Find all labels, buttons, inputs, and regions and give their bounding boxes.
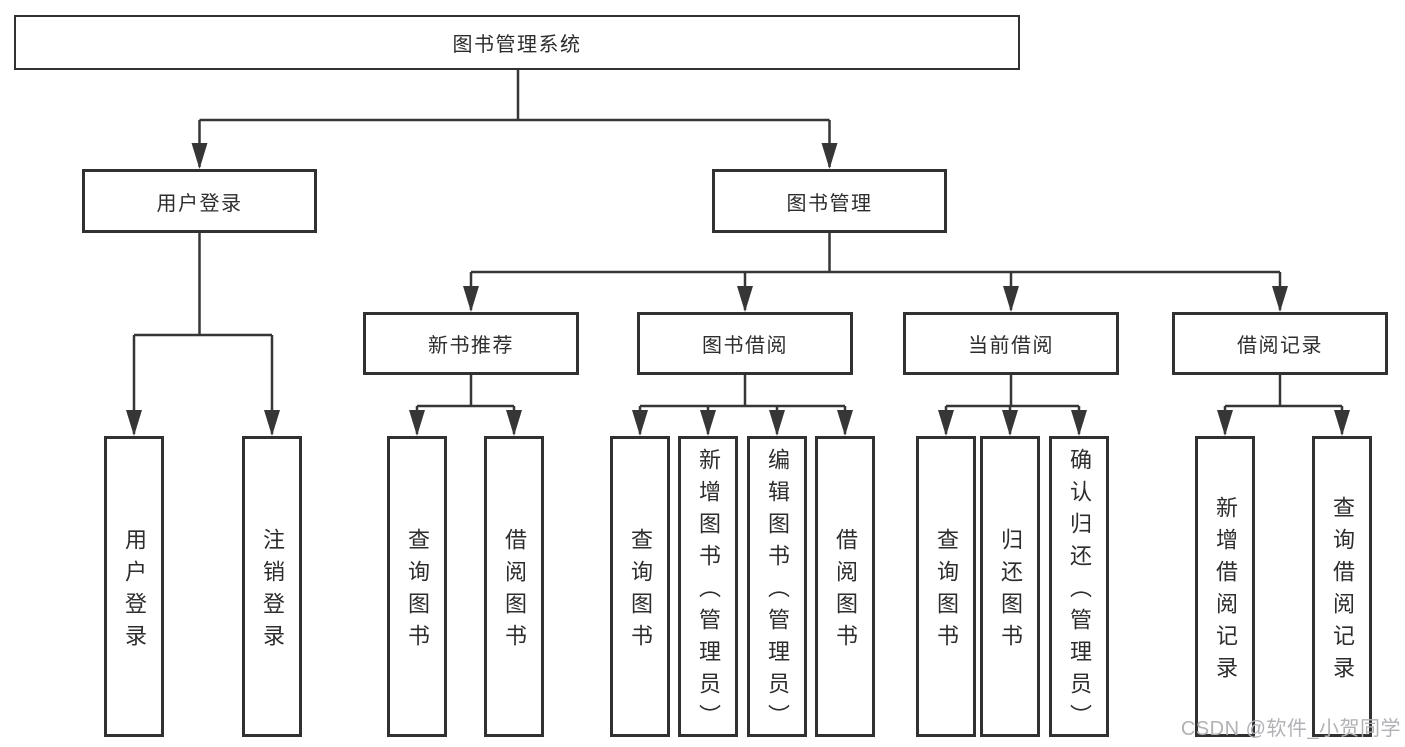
leaf-logout: 注销登录 <box>242 436 302 737</box>
leaf-add-borrow-record: 新增借阅记录 <box>1195 436 1255 737</box>
leaf-query-borrow-record-label: 查询借阅记录 <box>1330 495 1355 688</box>
node-book-management-label: 图书管理 <box>786 192 873 215</box>
leaf-confirm-return-admin: 确认归还（管理员） <box>1049 436 1109 737</box>
leaf-query-borrow-record: 查询借阅记录 <box>1312 436 1372 737</box>
leaf-confirm-return-admin-label: 确认归还（管理员） <box>1067 447 1092 736</box>
node-new-book-recommend-label: 新书推荐 <box>428 335 514 357</box>
leaf-current-query-books-label: 查询图书 <box>934 527 959 656</box>
node-borrow-records-label: 借阅记录 <box>1237 335 1323 357</box>
node-current-borrow-label: 当前借阅 <box>968 335 1054 357</box>
leaf-return-book: 归还图书 <box>980 436 1040 737</box>
node-book-management: 图书管理 <box>712 169 947 233</box>
leaf-recommend-borrow-books-label: 借阅图书 <box>502 527 527 656</box>
leaf-return-book-label: 归还图书 <box>998 527 1023 656</box>
node-borrow-records: 借阅记录 <box>1172 312 1388 375</box>
node-book-borrow: 图书借阅 <box>637 312 853 375</box>
leaf-user-login: 用户登录 <box>104 436 164 737</box>
node-user-login: 用户登录 <box>82 169 317 233</box>
node-user-login-label: 用户登录 <box>156 192 243 215</box>
leaf-borrow-query-books-label: 查询图书 <box>628 527 653 656</box>
leaf-recommend-borrow-books: 借阅图书 <box>484 436 544 737</box>
leaf-borrow-query-books: 查询图书 <box>610 436 670 737</box>
leaf-user-login-label: 用户登录 <box>122 527 147 656</box>
node-new-book-recommend: 新书推荐 <box>363 312 579 375</box>
leaf-current-query-books: 查询图书 <box>916 436 976 737</box>
leaf-borrow-books: 借阅图书 <box>815 436 875 737</box>
leaf-add-borrow-record-label: 新增借阅记录 <box>1213 495 1238 688</box>
leaf-logout-label: 注销登录 <box>260 527 285 656</box>
node-current-borrow: 当前借阅 <box>903 312 1119 375</box>
node-root: 图书管理系统 <box>14 15 1020 70</box>
leaf-recommend-query-books-label: 查询图书 <box>405 527 430 656</box>
node-root-label: 图书管理系统 <box>452 34 582 56</box>
leaf-add-book-admin-label: 新增图书（管理员） <box>696 447 721 736</box>
leaf-edit-book-admin: 编辑图书（管理员） <box>747 436 807 737</box>
node-book-borrow-label: 图书借阅 <box>702 335 788 357</box>
connector-lines-group <box>126 69 1350 436</box>
leaf-edit-book-admin-label: 编辑图书（管理员） <box>765 447 790 736</box>
leaf-borrow-books-label: 借阅图书 <box>833 527 858 656</box>
leaf-recommend-query-books: 查询图书 <box>387 436 447 737</box>
watermark-text: CSDN @软件_小贺同学 <box>1180 718 1401 740</box>
leaf-add-book-admin: 新增图书（管理员） <box>678 436 738 737</box>
